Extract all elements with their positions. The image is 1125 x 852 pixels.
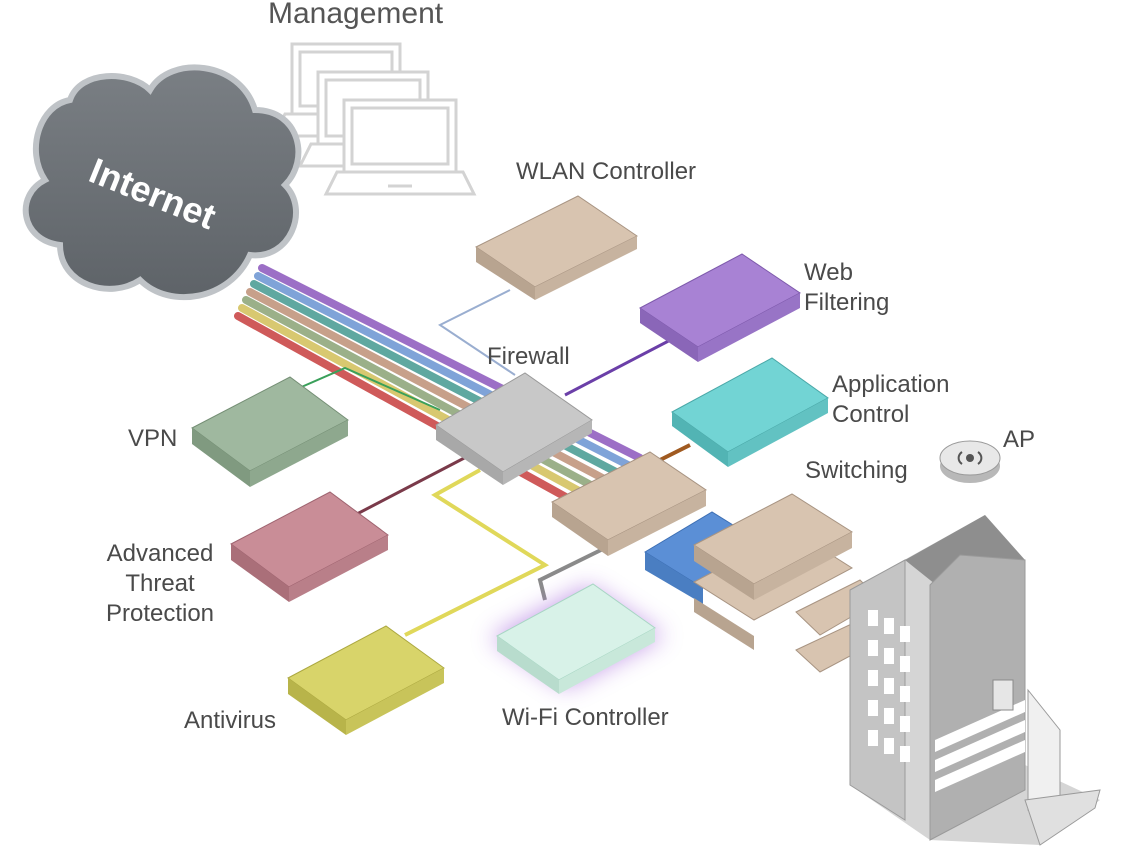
wlan-controller-device [475,195,638,300]
firewall-label: Firewall [487,343,570,370]
management-label: Management [268,0,444,30]
wifi-controller-device [490,583,664,694]
atp-device [230,491,389,602]
vpn-device [191,376,349,487]
wifi-controller-label: Wi-Fi Controller [502,704,669,731]
web-filtering-device [639,253,801,362]
wifi-link [537,546,606,601]
vpn-label: VPN [128,425,178,452]
antivirus-link [404,468,550,637]
application-control-device [671,357,829,467]
wlan-controller-label: WLAN Controller [516,158,697,185]
building-icon [849,515,1101,846]
switch-stack [551,451,881,673]
vpn-link [289,366,441,411]
web-filtering-link [564,333,681,397]
wlan-link [438,289,516,376]
atp-link [354,453,471,517]
connection-lines [289,289,691,637]
antivirus-device [287,625,445,735]
ap-device [939,440,1001,483]
management-laptops-icon [271,42,477,196]
switching-label: Switching [805,457,908,484]
firewall-device [435,372,593,485]
ap-label: AP [1003,426,1036,453]
antivirus-label: Antivirus [184,707,277,734]
internet-cloud: Internet [22,64,302,301]
